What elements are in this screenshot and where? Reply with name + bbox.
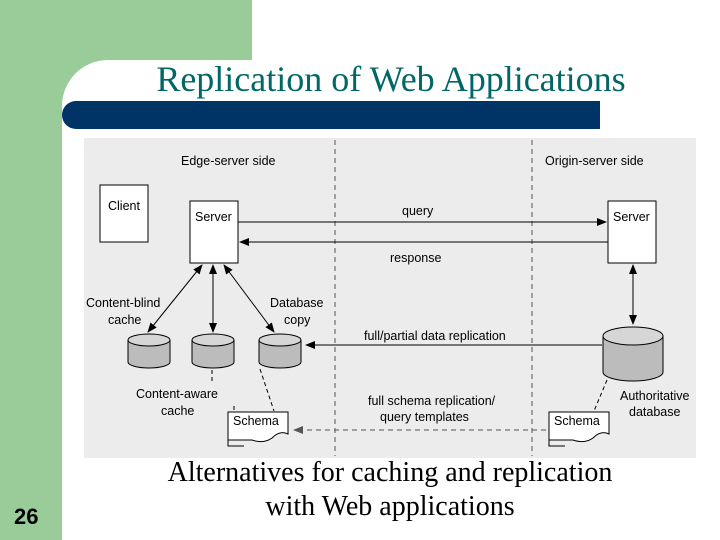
content-aware-cache-cylinder	[191, 333, 235, 369]
slide-number: 26	[14, 504, 39, 529]
origin-side-label: Origin-server side	[545, 154, 644, 168]
database-copy-cylinder	[258, 333, 302, 369]
origin-server-box	[607, 200, 657, 264]
database-copy-label-2: copy	[284, 313, 311, 327]
edge-schema-document	[227, 411, 289, 447]
origin-server-label: Server	[613, 210, 650, 224]
content-blind-label-2: cache	[108, 313, 141, 327]
client-box	[99, 184, 149, 243]
content-blind-cache-cylinder	[127, 333, 171, 369]
origin-schema-label: Schema	[554, 414, 600, 428]
content-blind-label: Content-blind	[86, 296, 160, 310]
authoritative-to-schema-dash	[593, 379, 608, 412]
caption-line-1: Alternatives for caching and replication	[167, 457, 613, 488]
client-label: Client	[108, 199, 140, 213]
edge-server-box	[189, 200, 239, 264]
content-aware-label: Content-aware	[136, 387, 218, 401]
database-copy-label: Database	[270, 296, 324, 310]
data-replication-label: full/partial data replication	[364, 329, 506, 343]
edge-side-label: Edge-server side	[181, 154, 276, 168]
authoritative-db-label-2: database	[629, 405, 680, 419]
origin-schema-document	[548, 411, 610, 447]
database-copy-to-schema-dash	[259, 368, 275, 412]
authoritative-db-label: Authoritative	[620, 389, 690, 403]
content-aware-label-2: cache	[161, 404, 194, 418]
schema-replication-label: full schema replication/	[368, 394, 496, 408]
title-underline-bar	[62, 101, 600, 129]
authoritative-database-cylinder	[602, 326, 664, 382]
slide-caption: Alternatives for caching and replication…	[120, 456, 660, 524]
schema-replication-label-2: query templates	[380, 410, 469, 424]
server-to-database-copy-arrow	[223, 264, 275, 333]
replication-diagram: Edge-server side Origin-server side Clie…	[84, 138, 696, 458]
edge-server-label: Server	[195, 210, 232, 224]
query-label: query	[402, 204, 434, 218]
slide-title: Replication of Web Applications	[156, 59, 626, 99]
edge-schema-label: Schema	[233, 414, 279, 428]
response-label: response	[390, 251, 441, 265]
server-to-content-blind-arrow	[147, 264, 203, 333]
caption-line-2: with Web applications	[265, 491, 515, 522]
